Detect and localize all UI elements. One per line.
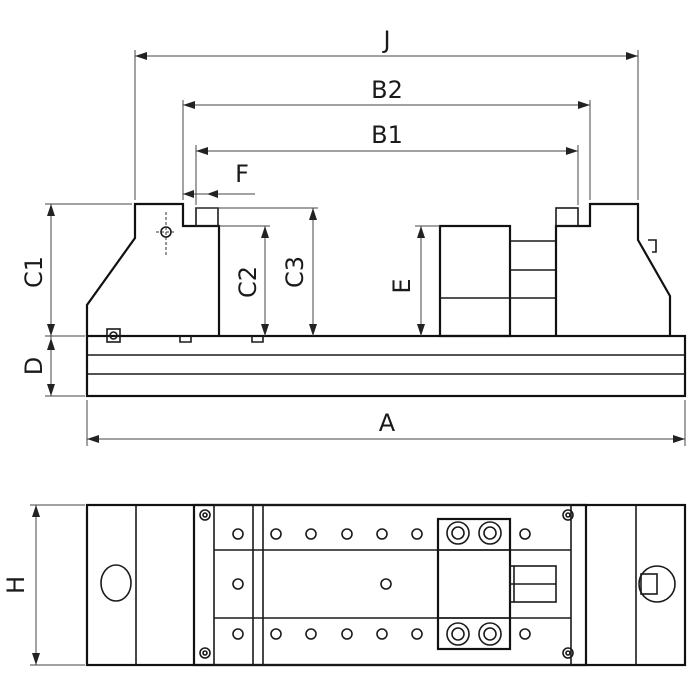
dim-C3-arrow-top [309, 208, 317, 220]
dim-C1-arrow-bottom [47, 324, 55, 336]
right-handle-stub [648, 239, 657, 253]
dim-E-arrow-top [417, 226, 425, 238]
dim-label-C3: C3 [281, 256, 309, 288]
right-jaw-body [554, 202, 672, 336]
corner-screw-tl-core [202, 512, 208, 518]
jaw-slide-block [510, 240, 557, 336]
dim-label-J: J [381, 26, 390, 54]
base-screw-socket [109, 331, 118, 340]
corner-screw-br-core [565, 650, 571, 656]
dim-label-C1: C1 [20, 256, 48, 288]
slot-notch-2 [251, 336, 264, 343]
dim-J-arrow-right [626, 52, 638, 60]
lower-hole-row [232, 628, 531, 640]
dim-F-arrow-right [207, 190, 218, 198]
dim-label-A: A [379, 409, 396, 437]
dim-F-arrow-left [183, 190, 194, 198]
base-screw-head [106, 328, 121, 343]
dim-B2-arrow-right [578, 101, 590, 109]
slot-notch-1 [179, 336, 192, 343]
dim-E-arrow-bottom [417, 324, 425, 336]
dim-C2-arrow-bottom [261, 324, 269, 336]
handle-square [640, 573, 658, 595]
dim-J-arrow-left [135, 52, 147, 60]
base-rail [85, 334, 687, 398]
carriage-inner [213, 504, 572, 666]
jaw-block-bolts [446, 521, 502, 646]
center-hole-mid [380, 578, 392, 590]
side-view [85, 202, 687, 398]
dim-B1-arrow-left [196, 147, 208, 155]
dim-label-D: D [20, 357, 48, 375]
center-hole-left [232, 578, 244, 590]
dim-A-arrow-right [673, 435, 685, 443]
dim-H-arrow-bottom [32, 653, 40, 665]
dim-label-F: F [235, 160, 249, 188]
upper-hole-row [232, 528, 531, 540]
dim-label-C2: C2 [234, 266, 262, 298]
corner-screw-tl [199, 509, 211, 521]
corner-screw-bl [199, 647, 211, 659]
dimension-lines: J B2 B1 F C1 D [2, 26, 686, 666]
left-end-slot [100, 564, 132, 602]
dim-A-arrow-left [87, 435, 99, 443]
corner-screw-br [562, 647, 574, 659]
dim-B1-arrow-right [566, 147, 578, 155]
dim-label-B1: B1 [371, 121, 403, 149]
dim-C1-arrow-top [47, 204, 55, 216]
corner-screw-tr [562, 509, 574, 521]
left-jaw-body [85, 202, 221, 336]
corner-screw-bl-core [202, 650, 208, 656]
right-jaw-insert [555, 207, 579, 227]
dim-label-E: E [388, 278, 416, 293]
dim-H-arrow-top [32, 505, 40, 517]
handle-bushing [638, 565, 676, 603]
dim-label-H: H [2, 576, 30, 594]
left-jaw-insert [195, 207, 219, 227]
top-view [85, 503, 687, 667]
dim-label-B2: B2 [371, 76, 403, 104]
dim-B2-arrow-left [183, 101, 195, 109]
corner-screw-tr-core [565, 512, 571, 518]
dim-C3-arrow-bottom [309, 324, 317, 336]
movable-jaw [438, 224, 512, 338]
dim-D-arrow-bottom [47, 384, 55, 396]
dim-C2-arrow-top [261, 226, 269, 238]
dim-D-arrow-top [47, 338, 55, 350]
